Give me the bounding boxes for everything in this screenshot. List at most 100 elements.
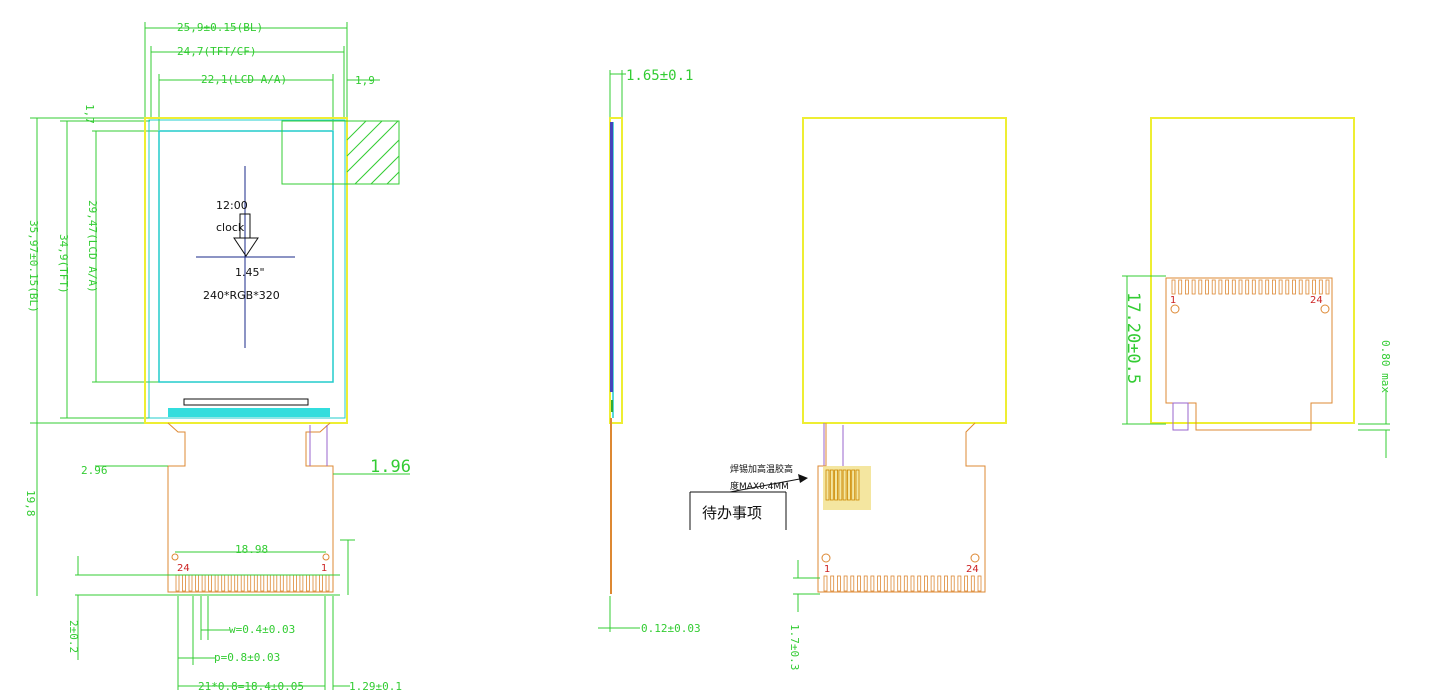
- dim-right-offset: 1,9: [355, 74, 375, 87]
- connector-pad: [1171, 279, 1176, 295]
- connector-pad: [234, 574, 239, 592]
- connector-pad: [877, 575, 881, 592]
- back-view-folded: 1 24 17.20±0.5 0.80 max: [1122, 117, 1392, 458]
- connector-pad: [292, 574, 297, 592]
- connector-pad: [325, 574, 330, 592]
- dim-right-fpc: 1.96: [370, 457, 411, 477]
- connector-pad: [247, 574, 252, 592]
- screen-size: 1.45": [235, 266, 265, 279]
- back-pads: [823, 575, 982, 592]
- connector-pad: [1198, 279, 1203, 295]
- connector-pad: [870, 575, 875, 592]
- connector-pad: [1205, 279, 1209, 295]
- back-solder-pads: [825, 469, 860, 501]
- connector-pad: [830, 575, 835, 592]
- connector-pad: [930, 575, 935, 592]
- connector-pad: [834, 469, 838, 501]
- connector-pad: [890, 575, 895, 592]
- connector-pad: [937, 575, 942, 592]
- connector-pad: [188, 574, 193, 592]
- connector-pad: [1325, 279, 1330, 295]
- connector-pad: [950, 575, 955, 592]
- connector-pad: [1211, 279, 1216, 295]
- connector-pad: [855, 469, 860, 501]
- connector-pad: [214, 574, 219, 592]
- front-pin-first: 24: [177, 563, 190, 574]
- front-pin-last: 1: [321, 563, 327, 574]
- connector-pad: [964, 575, 968, 592]
- connector-pad: [1278, 279, 1283, 295]
- connector-pad: [266, 574, 271, 592]
- connector-pad: [910, 575, 915, 592]
- connector-pad: [208, 574, 213, 592]
- connector-pad: [319, 574, 323, 592]
- connector-pad: [1272, 279, 1276, 295]
- folded-pin-right: 24: [1310, 295, 1323, 306]
- back-view-fpc: 焊锡加高温胶高 度MAX0.4MM 待办事项 1 24 1.7±0.3: [689, 117, 1007, 670]
- connector-pad: [917, 575, 922, 592]
- connector-pad: [842, 469, 847, 501]
- connector-pad: [1312, 279, 1316, 295]
- todo-box[interactable]: 待办事项: [702, 504, 762, 522]
- connector-pad: [851, 469, 856, 501]
- dim-back-bottom: 1.7±0.3: [788, 624, 801, 670]
- dim-folded-height: 17.20±0.5: [1123, 292, 1143, 384]
- dim-total-height: 19,8: [24, 490, 37, 517]
- dim-side-thickness: 1.65±0.1: [626, 68, 693, 84]
- connector-pad: [240, 574, 245, 592]
- dim-pitch: p=0.8±0.03: [214, 651, 280, 664]
- connector-pad: [1238, 279, 1243, 295]
- connector-pad: [970, 575, 975, 592]
- dim-pad-width: w=0.4±0.03: [229, 623, 295, 636]
- folded-pads: [1171, 279, 1330, 295]
- connector-pad: [312, 574, 317, 592]
- connector-pad: [903, 575, 908, 592]
- dim-fpc-thickness: 0.12±0.03: [641, 622, 701, 635]
- dim-bl-width: 25,9±0.15(BL): [177, 21, 263, 34]
- connector-pad: [279, 574, 284, 592]
- dim-top-offset: 1,7: [83, 104, 96, 124]
- connector-pad: [944, 575, 948, 592]
- hatch-pattern: [346, 120, 400, 185]
- dim-pad-edge: 1.29±0.1: [349, 680, 402, 693]
- dim-lcd-aa-height: 29,47(LCD A/A): [86, 200, 99, 293]
- front-pads: [175, 574, 330, 592]
- dim-pad-total: 21*0.8=18.4±0.05: [198, 680, 304, 693]
- connector-pad: [1218, 279, 1223, 295]
- dim-lcd-aa-width: 22,1(LCD A/A): [201, 73, 287, 86]
- back-pin-right: 24: [966, 564, 979, 575]
- connector-pad: [1178, 279, 1183, 295]
- connector-pad: [182, 574, 186, 592]
- folded-pin-left: 1: [1170, 295, 1176, 306]
- connector-pad: [299, 574, 304, 592]
- dim-pad-offset: 2±0.2: [67, 620, 80, 653]
- back-pin-left: 1: [824, 564, 830, 575]
- connector-pad: [1245, 279, 1250, 295]
- dim-tft-width: 24,7(TFT/CF): [177, 45, 256, 58]
- connector-pad: [286, 574, 291, 592]
- screen-time: 12:00: [216, 199, 248, 212]
- connector-pad: [897, 575, 902, 592]
- connector-pad: [221, 574, 226, 592]
- dim-folded-max: 0.80 max: [1379, 340, 1392, 393]
- connector-pad: [847, 469, 851, 501]
- connector-pad: [1251, 279, 1256, 295]
- connector-pad: [273, 574, 278, 592]
- front-view: 25,9±0.15(BL) 24,7(TFT/CF) 22,1(LCD A/A)…: [24, 21, 411, 693]
- connector-pad: [977, 575, 982, 592]
- note-solder: 焊锡加高温胶高: [730, 463, 793, 475]
- connector-pad: [195, 574, 200, 592]
- connector-pad: [1298, 279, 1303, 295]
- connector-pad: [1292, 279, 1296, 295]
- connector-pad: [1231, 279, 1236, 295]
- connector-pad: [305, 574, 310, 592]
- connector-pad: [823, 575, 828, 592]
- screen-clock: clock: [216, 221, 245, 234]
- connector-pad: [227, 574, 232, 592]
- connector-pad: [1318, 279, 1323, 295]
- connector-pad: [175, 574, 180, 592]
- connector-pad: [201, 574, 206, 592]
- connector-pad: [1285, 279, 1290, 295]
- connector-pad: [253, 574, 258, 592]
